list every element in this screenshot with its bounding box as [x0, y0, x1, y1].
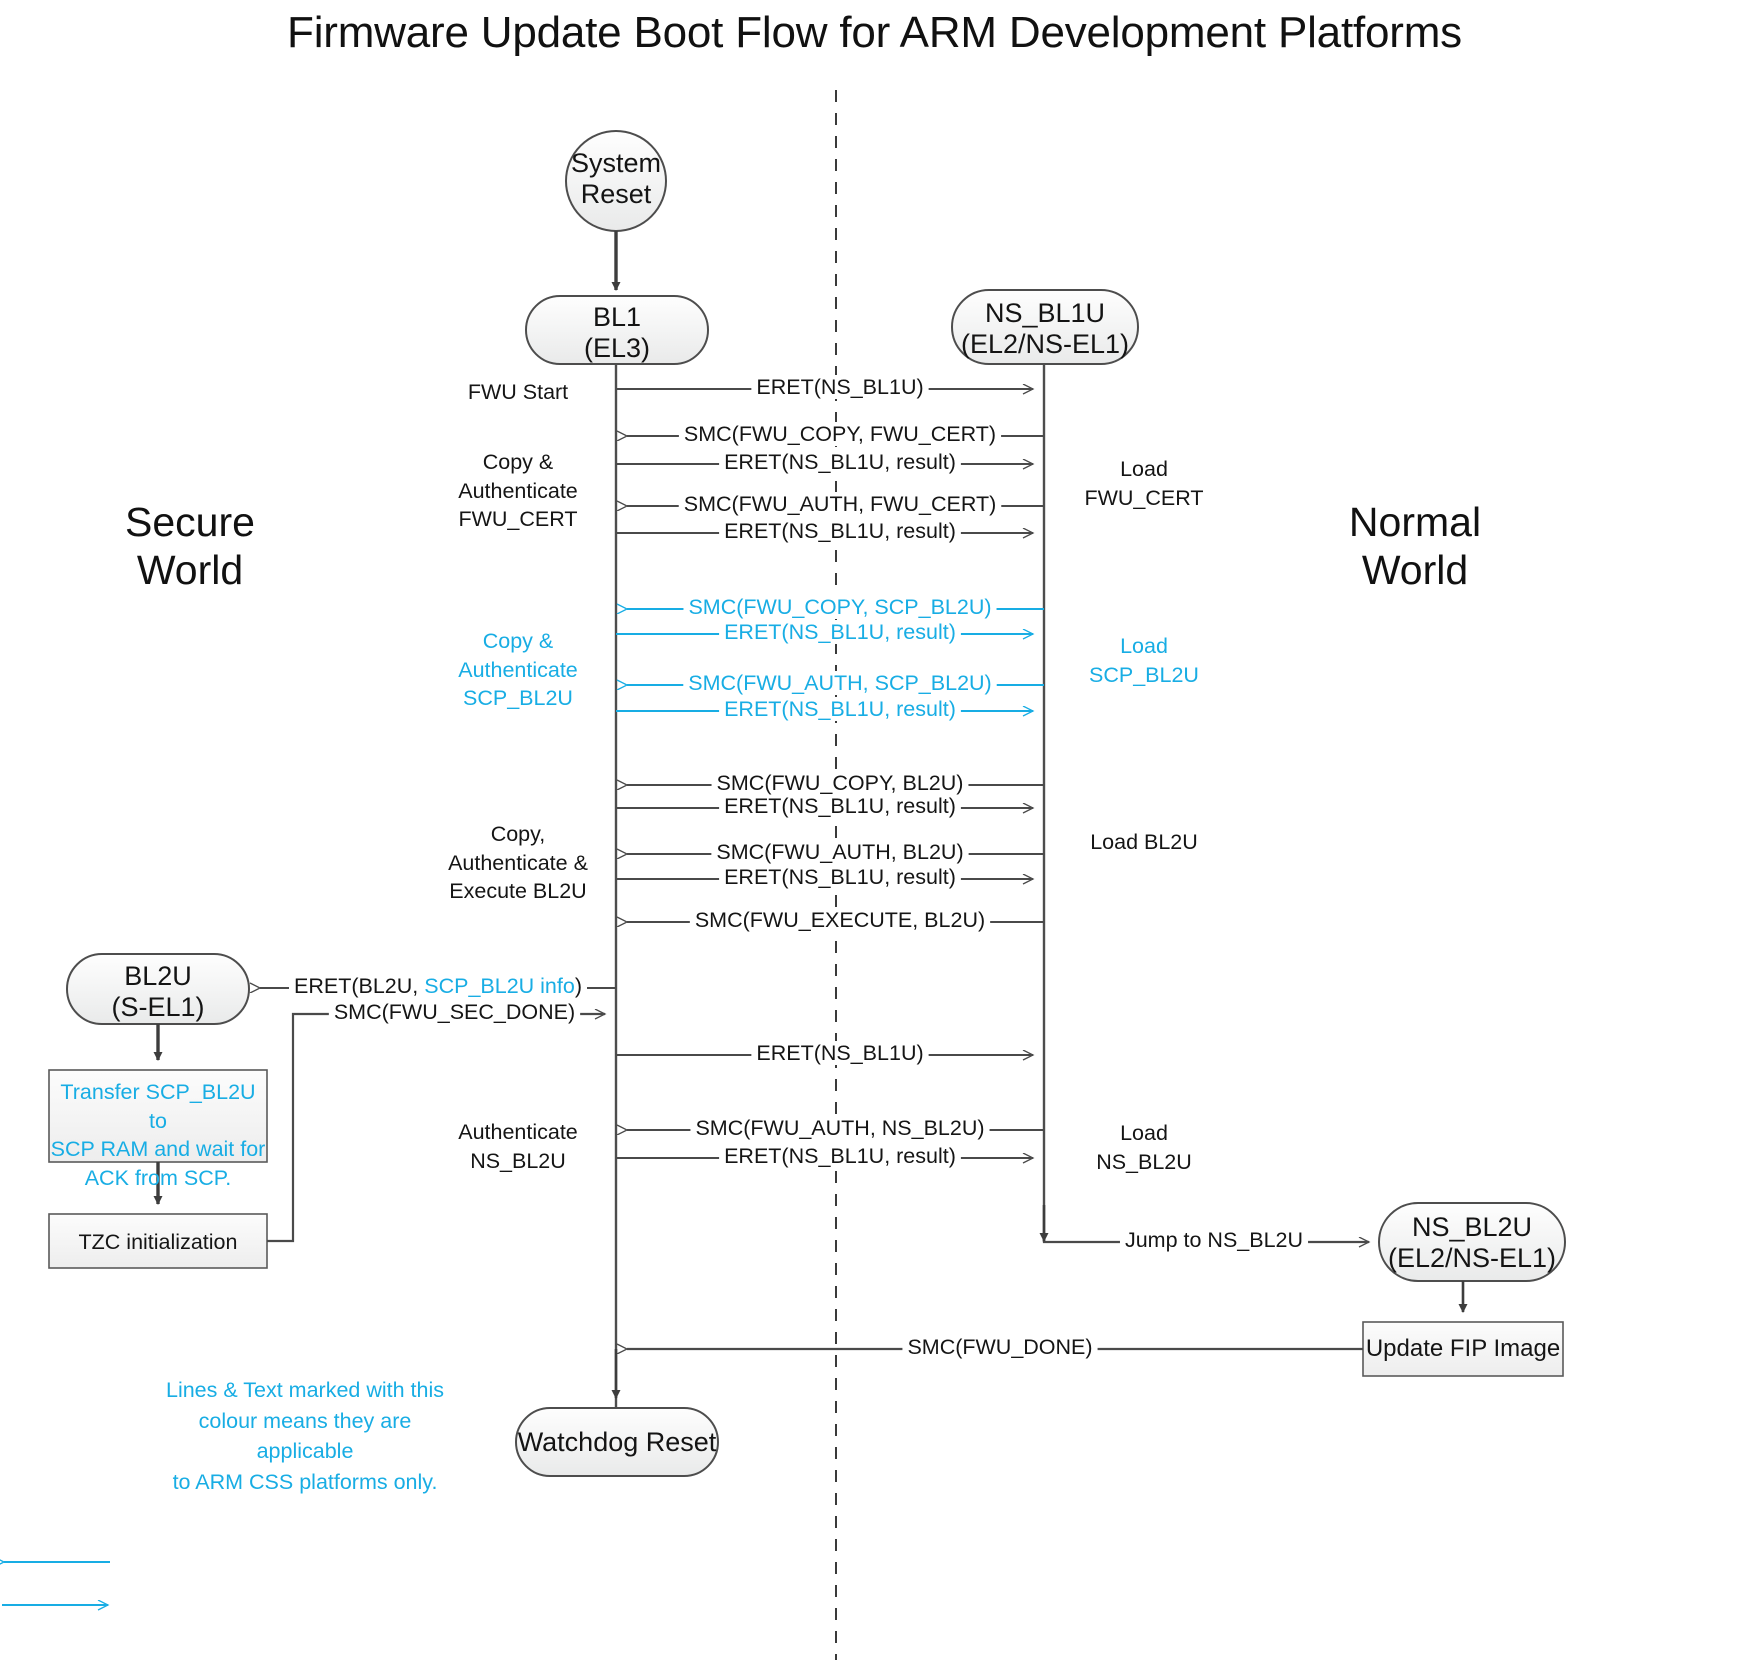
msg-label-m12: SMC(FWU_AUTH, BL2U)	[716, 840, 964, 864]
annotation-copy-auth-fwu-cert: Copy & Authenticate FWU_CERT	[432, 448, 604, 534]
annotation-load-ns-bl2u-line2: NS_BL2U	[1096, 1149, 1192, 1174]
annotation-authenticate-ns-bl2u-line2: NS_BL2U	[470, 1148, 566, 1173]
annotation-load-fwu-cert-line2: FWU_CERT	[1084, 485, 1204, 510]
annotation-copy-auth-scp-bl2u-line3: SCP_BL2U	[463, 686, 573, 711]
box-update-fip[interactable]: Update FIP Image	[1363, 1333, 1563, 1365]
msg-label-m13: ERET(NS_BL1U, result)	[724, 865, 956, 889]
legend-line3: to ARM CSS platforms only.	[172, 1469, 438, 1494]
msg-label-m15-cyan: SCP_BL2U info	[424, 974, 575, 998]
annotation-load-ns-bl2u: Load NS_BL2U	[1056, 1119, 1232, 1176]
box-update-fip-line1: Update FIP Image	[1365, 1335, 1561, 1362]
legend-text: Lines & Text marked with this colour mea…	[155, 1375, 455, 1497]
node-ns-bl1u-shape	[951, 289, 1139, 365]
box-tzc-init-line1: TZC initialization	[78, 1230, 238, 1254]
msg-label-m9: ERET(NS_BL1U, result)	[724, 697, 956, 721]
msg-label-m8: SMC(FWU_AUTH, SCP_BL2U)	[688, 671, 992, 695]
node-bl1-shape	[525, 295, 709, 365]
annotation-copy-auth-scp-bl2u-line1: Copy &	[482, 629, 554, 653]
annotation-copy-auth-exec-bl2u-line2: Authenticate &	[448, 850, 588, 875]
normal-world-line1: Normal	[1348, 499, 1482, 545]
node-watchdog-reset-shape	[515, 1407, 719, 1477]
annotation-copy-auth-scp-bl2u: Copy & Authenticate SCP_BL2U	[432, 627, 604, 713]
annotation-load-scp-bl2u-line2: SCP_BL2U	[1089, 662, 1199, 687]
node-system-reset-shape	[565, 130, 667, 232]
annotation-authenticate-ns-bl2u-line1: Authenticate	[458, 1120, 578, 1144]
msg-label-m15-pre: ERET(BL2U,	[294, 974, 425, 998]
annotation-fwu-start-line1: FWU Start	[467, 380, 569, 404]
msg-label-m4: SMC(FWU_AUTH, FWU_CERT)	[683, 492, 997, 516]
msg-label-m5: ERET(NS_BL1U, result)	[724, 519, 956, 543]
msg-label-m15-post: )	[574, 974, 582, 998]
annotation-copy-auth-exec-bl2u-line3: Execute BL2U	[449, 879, 587, 904]
annotation-load-ns-bl2u-line1: Load	[1120, 1121, 1168, 1145]
annotation-copy-auth-scp-bl2u-line2: Authenticate	[458, 657, 578, 682]
box-transfer-scp-line3: ACK from SCP.	[84, 1165, 232, 1190]
label-backdrops	[150, 375, 1309, 1498]
annotation-authenticate-ns-bl2u: Authenticate NS_BL2U	[432, 1118, 604, 1175]
msg-label-m18: SMC(FWU_AUTH, NS_BL2U)	[695, 1116, 985, 1140]
node-bl2u-shape	[66, 953, 250, 1025]
secure-world-line1: Secure	[125, 499, 255, 545]
msg-label-m15: ERET(BL2U, SCP_BL2U info)	[260, 974, 616, 1000]
page-title: Firmware Update Boot Flow for ARM Develo…	[287, 8, 1462, 57]
annotation-load-bl2u-line1: Load BL2U	[1090, 830, 1198, 854]
msg-label-m6: SMC(FWU_COPY, SCP_BL2U)	[688, 595, 992, 619]
msg-label-m11: ERET(NS_BL1U, result)	[724, 794, 956, 818]
msg-label-m14: SMC(FWU_EXECUTE, BL2U)	[694, 908, 986, 932]
annotation-load-fwu-cert: Load FWU_CERT	[1056, 455, 1232, 512]
annotation-load-scp-bl2u-line1: Load	[1120, 634, 1168, 658]
msg-label-m3: ERET(NS_BL1U, result)	[724, 450, 956, 474]
annotation-load-bl2u: Load BL2U	[1056, 828, 1232, 857]
legend-line1: Lines & Text marked with this	[165, 1378, 445, 1402]
annotation-copy-auth-exec-bl2u: Copy, Authenticate & Execute BL2U	[432, 820, 604, 906]
msg-label-m20: Jump to NS_BL2U	[1124, 1228, 1304, 1252]
annotation-copy-auth-exec-bl2u-line1: Copy,	[490, 822, 546, 846]
annotation-copy-auth-fwu-cert-line3: FWU_CERT	[458, 507, 578, 532]
secure-world-label: Secure World	[60, 498, 320, 595]
msg-label-m7: ERET(NS_BL1U, result)	[724, 620, 956, 644]
annotation-copy-auth-fwu-cert-line2: Authenticate	[458, 478, 578, 503]
msg-label-m16: SMC(FWU_SEC_DONE)	[333, 1000, 576, 1024]
legend-line2: colour means they are applicable	[198, 1408, 412, 1464]
box-transfer-scp-line2: SCP RAM and wait for	[50, 1137, 266, 1162]
annotation-copy-auth-fwu-cert-line1: Copy &	[482, 450, 554, 474]
node-ns-bl2u-shape	[1378, 1202, 1566, 1282]
msg-label-m1: ERET(NS_BL1U)	[756, 375, 924, 399]
annotation-load-fwu-cert-line1: Load	[1120, 457, 1168, 481]
secure-world-line2: World	[136, 547, 244, 594]
msg-label-m2: SMC(FWU_COPY, FWU_CERT)	[683, 422, 997, 446]
box-transfer-scp-line1: Transfer SCP_BL2U to	[60, 1080, 256, 1133]
msg-label-m17: ERET(NS_BL1U)	[756, 1041, 924, 1065]
box-tzc-init[interactable]: TZC initialization	[49, 1228, 267, 1257]
msg-label-m21: SMC(FWU_DONE)	[907, 1335, 1093, 1359]
annotation-load-scp-bl2u: Load SCP_BL2U	[1056, 632, 1232, 689]
box-transfer-scp[interactable]: Transfer SCP_BL2U to SCP RAM and wait fo…	[49, 1078, 267, 1192]
annotation-fwu-start: FWU Start	[432, 378, 604, 407]
msg-label-m19: ERET(NS_BL1U, result)	[724, 1144, 956, 1168]
normal-world-label: Normal World	[1285, 498, 1545, 595]
normal-world-line2: World	[1361, 547, 1469, 594]
msg-label-m10: SMC(FWU_COPY, BL2U)	[716, 771, 964, 795]
